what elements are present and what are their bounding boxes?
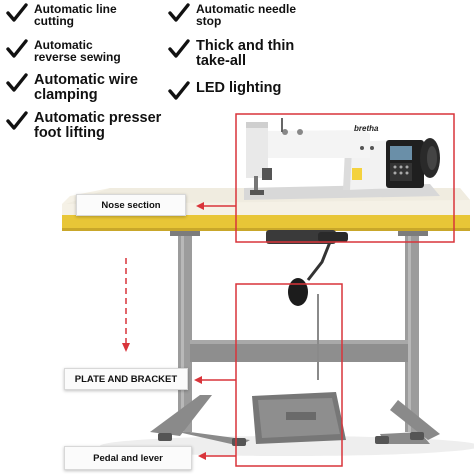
checkmark-icon (6, 111, 28, 130)
checkmark-icon (6, 73, 28, 92)
highlight-box-machine-head (235, 113, 455, 243)
stand-frame (150, 226, 440, 446)
callout-plate-and-bracket: PLATE AND BRACKET (64, 368, 188, 390)
callout-nose-section: Nose section (76, 194, 186, 216)
feature-item: LED lighting (168, 80, 281, 102)
feature-label: LED lighting (196, 80, 282, 96)
highlight-box-pedal (235, 283, 343, 467)
checkmark-icon (6, 39, 28, 58)
callout-pedal-and-lever: Pedal and lever (64, 446, 192, 470)
arrow-icon (196, 202, 236, 210)
arrow-icon (194, 376, 236, 384)
foot-pedal (252, 392, 346, 444)
checkmark-icon (168, 81, 190, 100)
checkmark-icon (168, 3, 190, 22)
arrow-icon (122, 258, 130, 352)
machine-brand-label: bretha (354, 124, 379, 133)
checkmark-icon (6, 3, 28, 22)
checkmark-icon (168, 39, 190, 58)
machine-head (244, 118, 440, 200)
arrow-icon (198, 452, 236, 460)
